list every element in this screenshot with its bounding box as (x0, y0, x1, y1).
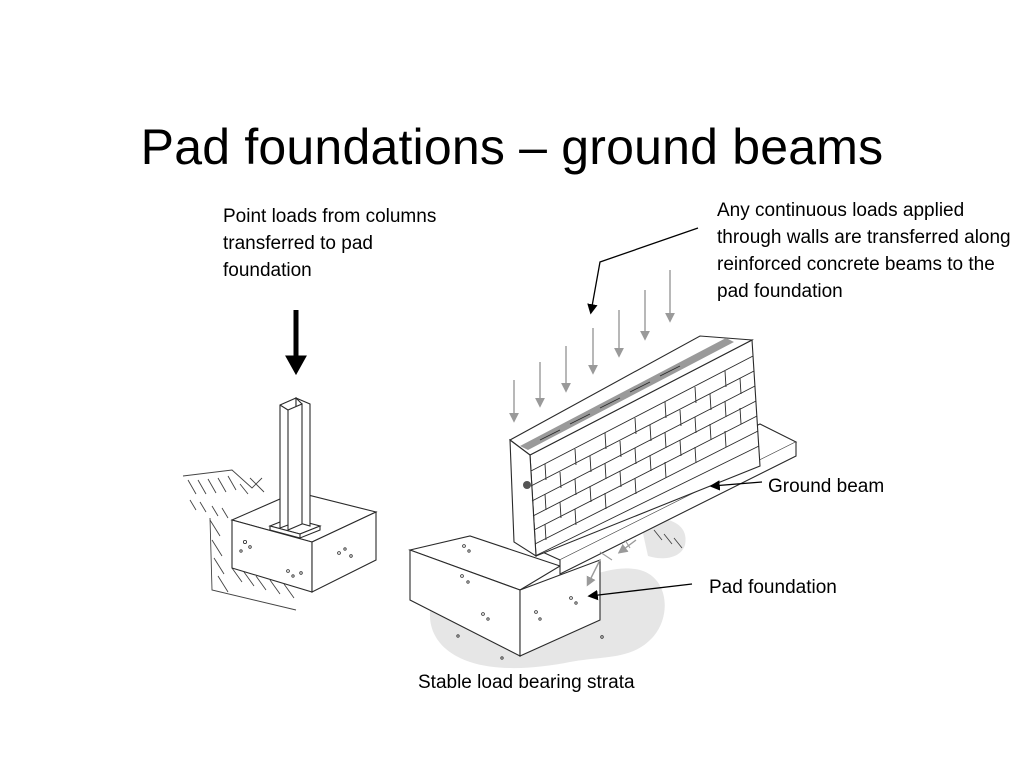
continuous-load-arrows (509, 270, 675, 587)
page-title: Pad foundations – ground beams (140, 119, 884, 175)
pad-foundation-leader (587, 583, 693, 601)
ground-beam-illustration (408, 270, 798, 669)
soil-hatching-left (182, 469, 297, 611)
continuous-loads-leader (587, 227, 699, 315)
leader-lines (587, 227, 763, 601)
ground-beam-leader (709, 480, 763, 491)
continuous-loads-caption: Any continuous loads applied through wal… (717, 200, 1011, 302)
stable-strata-label: Stable load bearing strata (418, 672, 635, 693)
column-pad-illustration (182, 310, 378, 611)
pad-foundation-label: Pad foundation (709, 577, 837, 598)
point-loads-caption: Point loads from columns transferred to … (223, 206, 437, 281)
brick-wall (508, 335, 761, 558)
steel-column (279, 397, 311, 531)
concrete-speckles-left (239, 540, 353, 578)
ground-beam-label: Ground beam (768, 476, 885, 497)
